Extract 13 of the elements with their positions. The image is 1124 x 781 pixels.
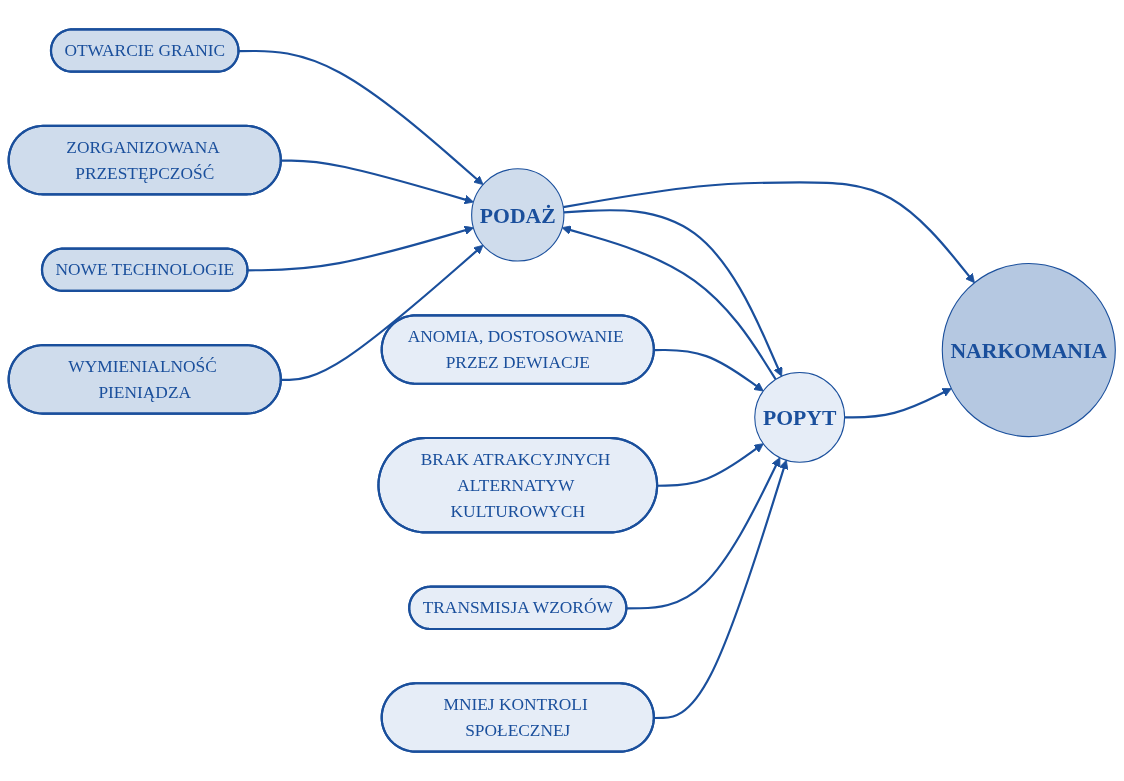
node-circle — [471, 168, 565, 262]
arrow — [281, 159, 474, 205]
arrow — [654, 459, 789, 720]
arrow — [248, 225, 474, 272]
arrow — [281, 244, 484, 381]
arrow — [657, 443, 764, 487]
arrow — [239, 49, 484, 186]
node-circle — [754, 371, 846, 463]
arrow — [626, 457, 781, 610]
node-circle — [941, 263, 1116, 438]
arrow — [844, 388, 952, 419]
arrow — [563, 181, 975, 284]
arrow — [654, 348, 764, 392]
